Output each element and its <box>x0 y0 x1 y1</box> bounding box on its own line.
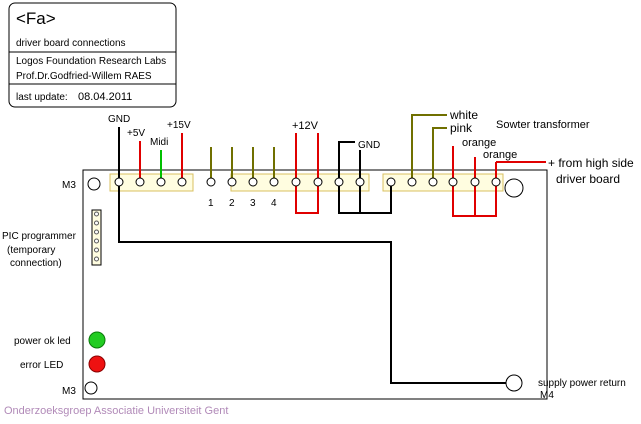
label-pic-programmer-2: (temporary <box>7 245 55 256</box>
label-plus5v: +5V <box>127 128 145 139</box>
org-line-1: Logos Foundation Research Labs <box>16 56 166 67</box>
label-sowter-transformer: Sowter transformer <box>496 119 590 131</box>
label-plus12v: +12V <box>292 120 319 132</box>
label-m3-top: M3 <box>62 180 76 191</box>
power-ok-led <box>88 331 106 349</box>
connector-right <box>382 173 504 192</box>
error-led <box>88 355 106 373</box>
mounting-hole-m3-top <box>87 177 101 191</box>
label-high-side-1: + from high side <box>548 156 634 170</box>
subtitle-text: driver board connections <box>16 38 126 49</box>
label-white: white <box>449 108 478 122</box>
label-m4: M4 <box>540 390 554 401</box>
title-box: <Fa> driver board connections Logos Foun… <box>8 2 177 108</box>
connector-pins <box>114 177 501 187</box>
org-line-2: Prof.Dr.Godfried-Willem RAES <box>16 71 152 82</box>
label-pic-programmer-3: connection) <box>10 258 62 269</box>
label-high-side-2: driver board <box>556 172 620 186</box>
label-pin-3: 3 <box>250 198 256 209</box>
label-pin-4: 4 <box>271 198 277 209</box>
footer-text: Onderzoeksgroep Associatie Universiteit … <box>4 405 228 417</box>
label-error-led: error LED <box>20 360 63 371</box>
ground-wiring <box>118 127 508 384</box>
label-m3-bottom: M3 <box>62 386 76 397</box>
update-label: last update: <box>16 92 68 103</box>
connector-left <box>109 173 194 192</box>
update-date: 08.04.2011 <box>78 91 132 103</box>
driver-board-outline <box>82 169 548 400</box>
mounting-hole-m4 <box>505 374 523 392</box>
mounting-hole-top-right <box>504 178 524 198</box>
label-plus15v: +15V <box>167 120 191 131</box>
label-supply-return: supply power return <box>538 378 626 389</box>
label-orange-1: orange <box>462 137 496 149</box>
label-pic-programmer-1: PIC programmer <box>2 231 77 242</box>
label-power-ok: power ok led <box>14 336 71 347</box>
label-pin-1: 1 <box>208 198 214 209</box>
label-pin-2: 2 <box>229 198 235 209</box>
label-pink: pink <box>450 121 473 135</box>
label-gnd-left: GND <box>108 114 130 125</box>
olive-wiring <box>210 114 447 182</box>
pic-programmer-header <box>91 209 102 266</box>
label-gnd-mid: GND <box>358 140 380 151</box>
label-orange-2: orange <box>483 149 517 161</box>
label-midi: Midi <box>150 137 168 148</box>
title-text: <Fa> <box>16 9 56 28</box>
mounting-hole-m3-bottom <box>84 381 98 395</box>
